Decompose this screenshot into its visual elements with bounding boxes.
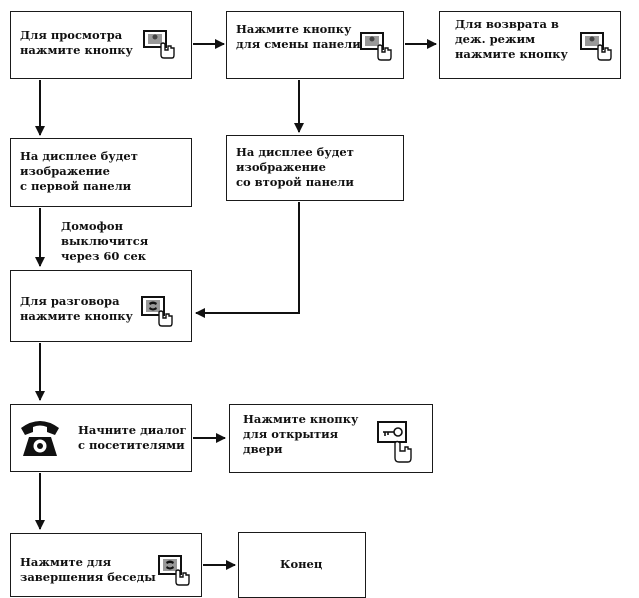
timeout-note: Домофон выключится через 60 сек [61,219,149,263]
node-end [238,532,366,598]
node-second-panel [226,135,404,201]
node-second-panel-label: На дисплее будет изображение со второй п… [236,145,354,189]
telephone-icon [21,421,59,456]
node-open-door-label: Нажмите кнопку для открытия двери [243,412,359,456]
node-start-dialog-label: Начните диалог с посетителями [78,423,187,452]
arrow-second-panel-to-talk [195,202,300,318]
monitor-button-icon [360,32,392,61]
node-talk-press-label: Для разговора нажмите кнопку [20,294,133,323]
key-button-icon [377,421,412,463]
node-return-standby-label: Для возврата в деж. режим нажмите кнопку [455,17,568,61]
monitor-button-icon [143,30,175,59]
node-end-label: Конец [280,557,323,571]
talk-button-icon [158,555,190,586]
node-first-panel [10,138,192,207]
monitor-button-icon [580,32,612,61]
node-first-panel-label: На дисплее будет изображение с первой па… [20,149,138,193]
node-view-press-label: Для просмотра нажмите кнопку [20,28,133,57]
node-switch-panel-label: Нажмите кнопку для смены панели [236,22,361,51]
node-end-call-label: Нажмите для завершения беседы [20,555,156,584]
node-talk-press [10,270,192,342]
talk-button-icon [141,296,173,327]
